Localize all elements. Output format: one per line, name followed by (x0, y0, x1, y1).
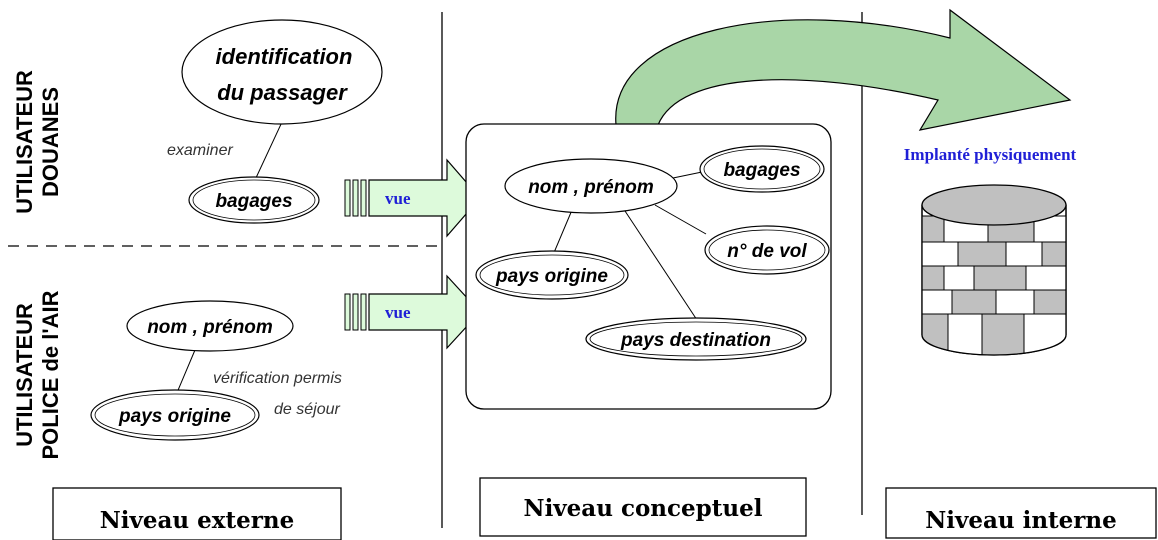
bagages-node-conceptual-inner (703, 148, 821, 190)
pays-origine-external-label: pays origine (118, 406, 231, 427)
user-douanes-line2: DOUANES (38, 87, 63, 197)
vue-arrow-top: vue (344, 158, 481, 238)
niveau-conceptuel-label: Niveau conceptuel (524, 495, 763, 522)
database-cylinder-icon (921, 184, 1067, 356)
niveau-interne-box (885, 487, 1157, 539)
pays-destination-conceptual-label: pays destination (620, 330, 771, 351)
vue-top-label: vue (385, 189, 411, 208)
nom-prenom-external-label: nom , prénom (147, 317, 273, 338)
connector-identification-bagages (254, 121, 283, 181)
connector-nom-pays-origine (552, 209, 573, 256)
vue-arrow-bottom: vue (344, 274, 481, 350)
num-vol-conceptual-label: n° de vol (727, 241, 807, 262)
pays-origine-node-conceptual-inner (479, 254, 625, 296)
pays-origine-node-external (90, 389, 260, 441)
user-police-line1: UTILISATEUR (12, 303, 37, 447)
identification-line1: identification (216, 44, 353, 69)
identification-passager-node (181, 19, 383, 125)
niveau-externe-box (52, 487, 342, 540)
bagages-conceptual-label: bagages (723, 160, 800, 181)
nom-prenom-conceptual-label: nom , prénom (528, 177, 654, 198)
pays-origine-node-conceptual (475, 250, 629, 300)
connector-nom-bagages (672, 171, 703, 179)
bagages-node-external-inner (192, 179, 316, 221)
examiner-relation-label: examiner (167, 142, 233, 159)
bagages-node-external (188, 176, 320, 224)
niveau-externe-label: Niveau externe (100, 507, 294, 534)
implante-physiquement-label: Implanté physiquement (904, 145, 1077, 164)
user-police-label: UTILISATEUR POLICE de l'AIR (12, 290, 63, 459)
num-vol-node-conceptual-inner (708, 229, 826, 271)
pays-origine-conceptual-label: pays origine (495, 266, 608, 287)
connector-nom-pays (175, 349, 196, 396)
num-vol-node-conceptual (704, 225, 830, 275)
user-police-line2: POLICE de l'AIR (38, 290, 63, 459)
user-douanes-line1: UTILISATEUR (12, 70, 37, 214)
bagages-external-label: bagages (215, 191, 292, 212)
connector-nom-vol (654, 204, 707, 235)
pays-destination-node-conceptual (585, 317, 807, 361)
niveau-interne-label: Niveau interne (925, 507, 1117, 534)
pays-origine-node-external-inner (94, 393, 256, 437)
nom-prenom-node-external (126, 300, 294, 352)
user-douanes-label: UTILISATEUR DOUANES (12, 70, 63, 214)
vue-bottom-label: vue (385, 303, 411, 322)
verification-relation-line2: de séjour (274, 401, 340, 418)
nom-prenom-node-conceptual (504, 158, 678, 214)
bagages-node-conceptual (699, 145, 825, 193)
identification-line2: du passager (217, 80, 348, 105)
connector-nom-pays-destination (624, 210, 698, 321)
curved-arrow-to-internal (615, 8, 1072, 131)
verification-relation-line1: vérification permis (213, 370, 342, 387)
niveau-conceptuel-box (479, 477, 807, 537)
pays-destination-node-conceptual-inner (589, 321, 803, 357)
